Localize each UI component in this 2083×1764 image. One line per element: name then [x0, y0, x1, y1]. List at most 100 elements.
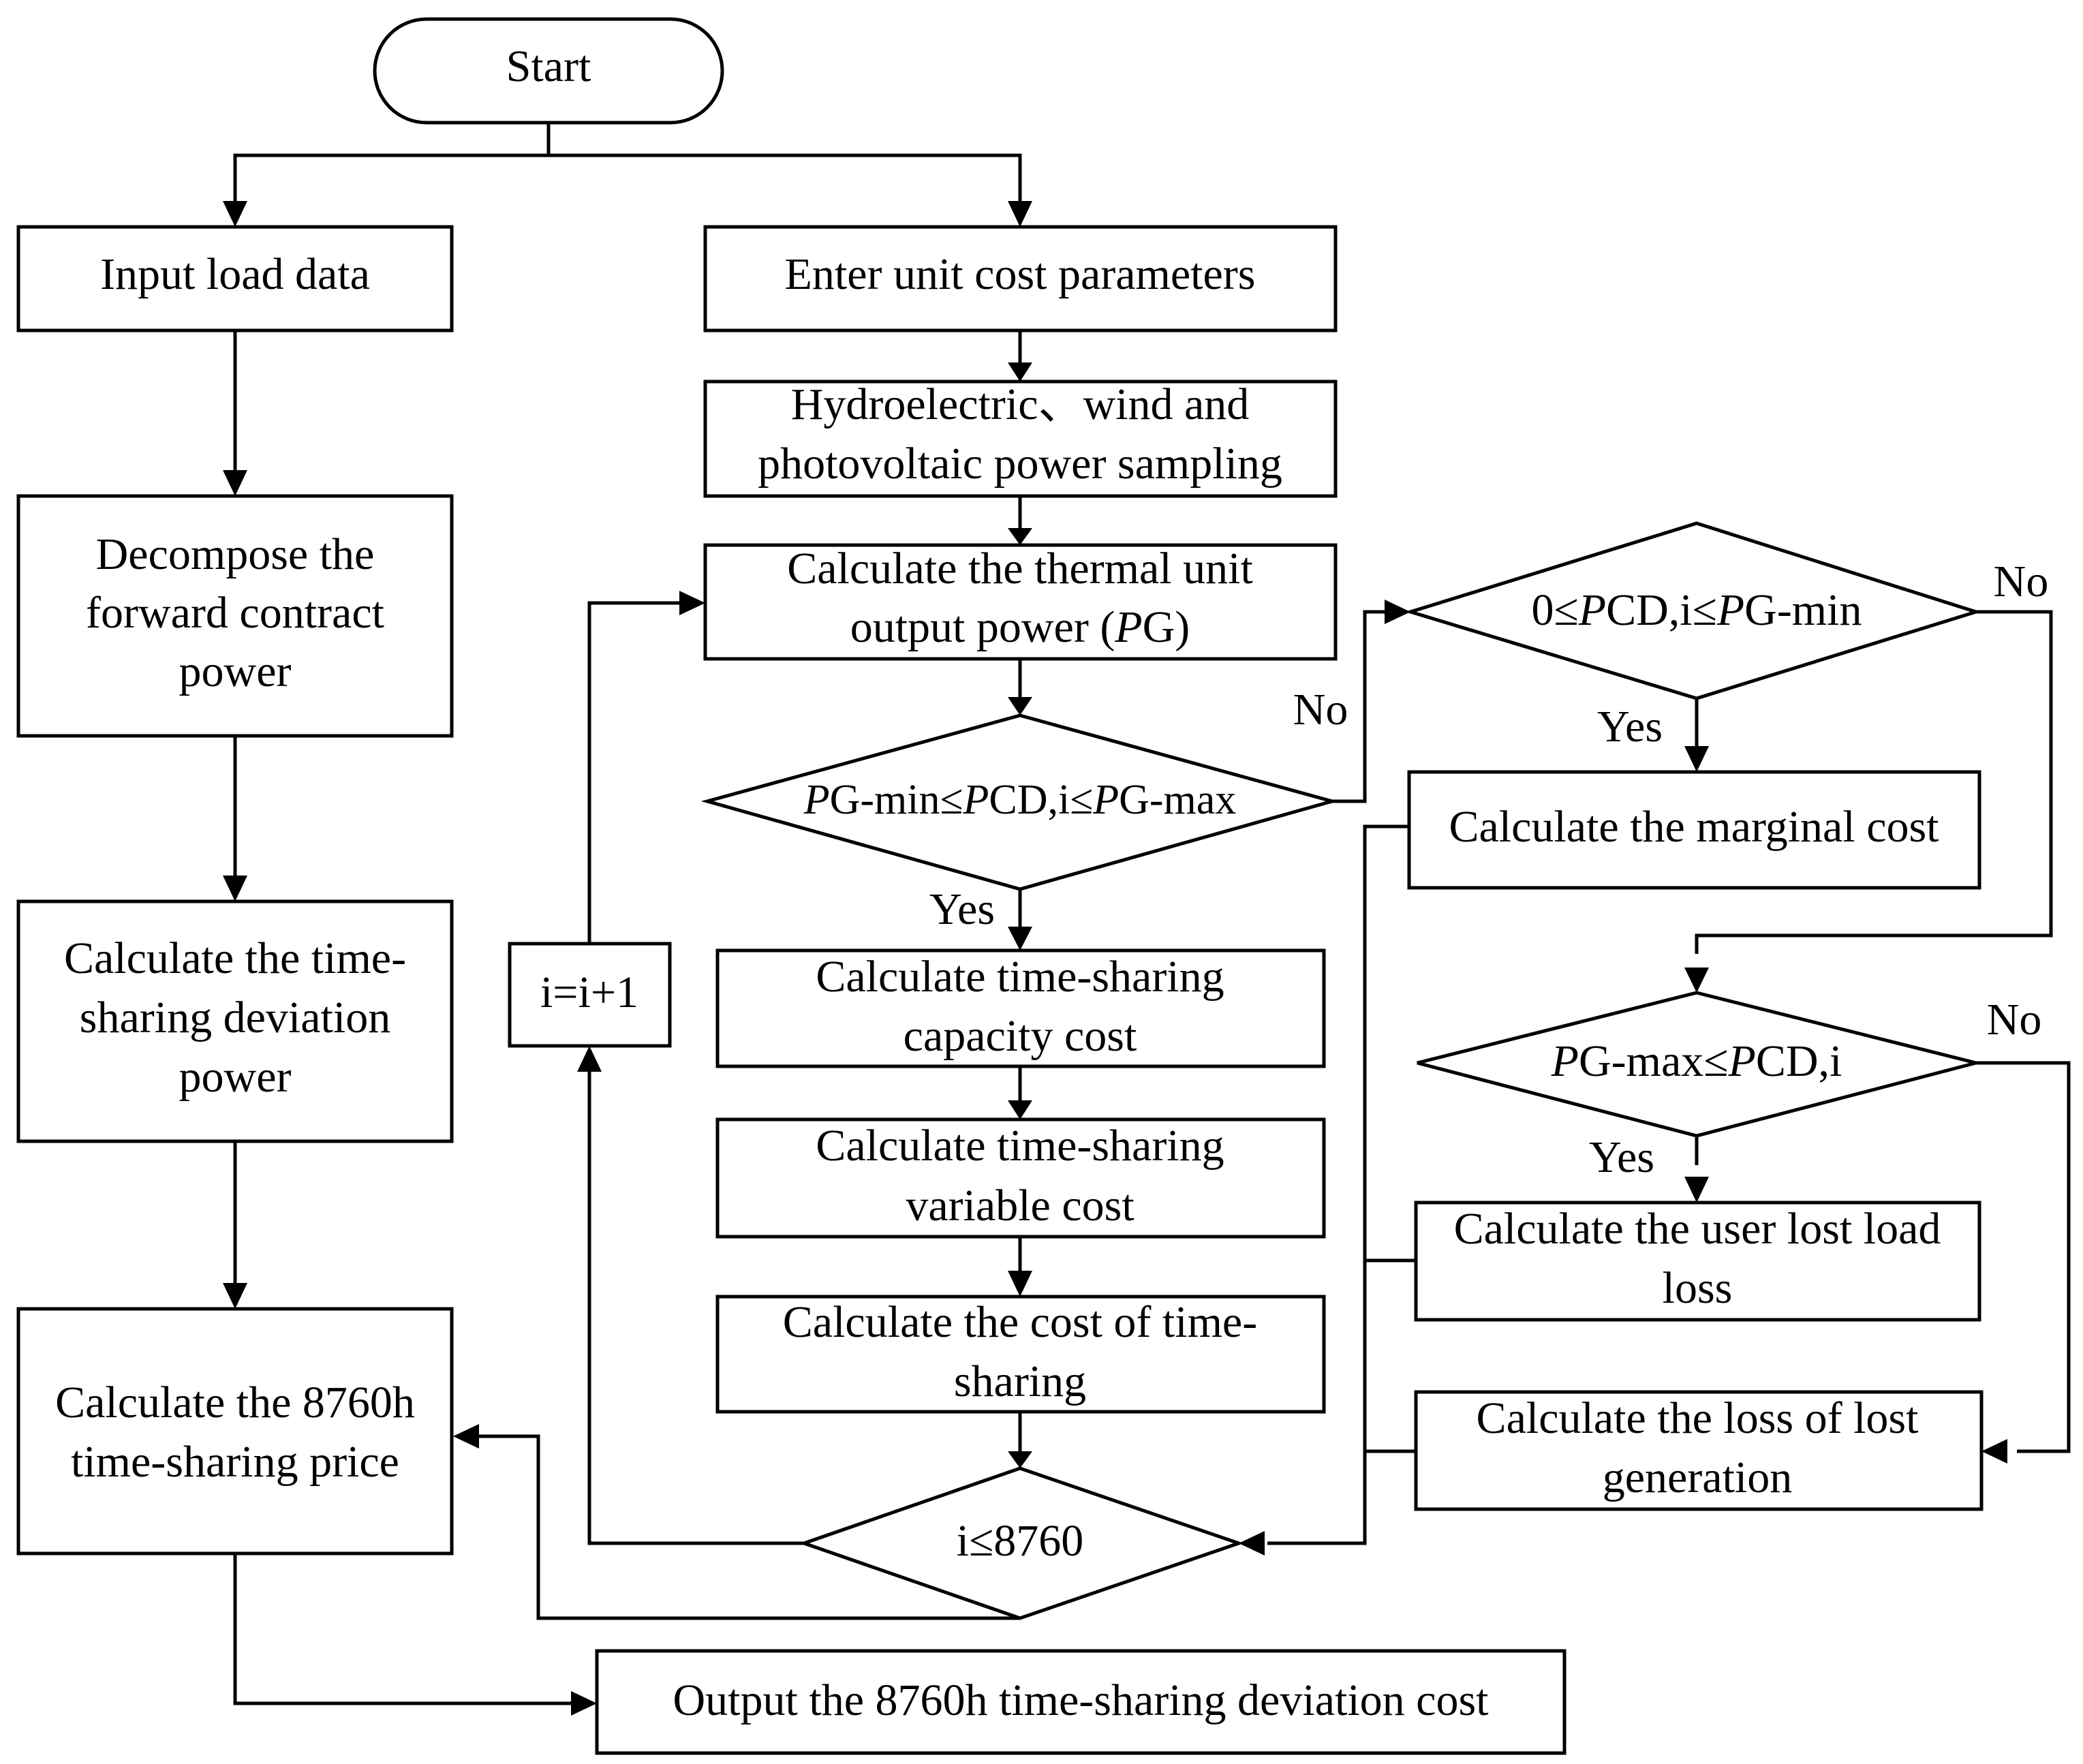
range-decision: PG-min≤PCD,i≤PG-max — [700, 713, 1339, 891]
lost-generation-line-2: generation — [1603, 1453, 1793, 1502]
connector-i-to-increment — [587, 1066, 804, 1545]
arrowhead — [1684, 968, 1709, 993]
range-decision-label: PG-min≤PCD,i≤PG-max — [803, 777, 1237, 823]
price-box: Calculate the 8760h time-sharing price — [16, 1307, 454, 1556]
low-decision: 0≤PCD,i≤PG-min — [1404, 521, 1982, 700]
arrowhead — [223, 876, 247, 901]
edge-labels: No Yes No Yes No Yes — [929, 557, 2048, 1182]
high-decision: PG-max≤PCD,i — [1417, 991, 1977, 1138]
process-box — [703, 380, 1338, 498]
arrowhead — [1684, 1177, 1709, 1203]
process-box — [715, 948, 1326, 1068]
marginal-cost-label: Calculate the marginal cost — [1449, 802, 1939, 852]
process-box — [703, 225, 1338, 332]
process-box — [1414, 1390, 1984, 1511]
connector-low-no — [1695, 610, 2053, 954]
arrowhead — [223, 201, 247, 227]
decision-diamond — [700, 713, 1339, 891]
edge-label-range-yes: Yes — [929, 884, 995, 934]
connector-range-no — [1332, 610, 1387, 803]
thermal-output-line-2: output power (PG) — [850, 602, 1190, 652]
arrowhead — [223, 1283, 247, 1309]
enter-unit-cost-label: Enter unit cost parameters — [785, 249, 1256, 299]
deviation-power-line-3: power — [179, 1052, 292, 1102]
timesharing-cost-box: Calculate the cost of time- sharing — [715, 1295, 1326, 1414]
arrowheads — [223, 201, 2007, 1716]
deviation-power-box: Calculate the time- sharing deviation po… — [16, 899, 454, 1143]
arrowhead — [1684, 746, 1709, 772]
timesharing-cost-line-2: sharing — [954, 1357, 1086, 1406]
decompose-line-1: Decompose the — [96, 529, 375, 579]
process-box — [16, 1307, 454, 1556]
process-box — [16, 494, 454, 738]
arrowhead — [679, 591, 705, 615]
start-terminator — [373, 17, 724, 125]
connectors — [233, 123, 2071, 1705]
input-load-box: Input load data — [16, 225, 454, 332]
edge-label-low-no: No — [1994, 557, 2049, 606]
input-load-label: Input load data — [100, 249, 370, 299]
arrowhead — [1008, 1451, 1032, 1468]
capacity-cost-line-1: Calculate time-sharing — [816, 952, 1224, 1002]
process-box — [1414, 1201, 1981, 1322]
arrowhead — [571, 1691, 597, 1716]
process-box — [16, 899, 454, 1143]
arrowhead — [453, 1424, 479, 1449]
arrowhead — [1385, 600, 1410, 624]
arrowhead — [1008, 528, 1032, 545]
connector-start-to-enter — [549, 153, 1022, 201]
decision-diamond — [1404, 521, 1982, 700]
decision-diamond — [799, 1466, 1244, 1620]
process-box — [715, 1295, 1326, 1414]
connector-high-no — [1976, 1061, 2071, 1453]
arrowhead — [577, 1046, 602, 1072]
timesharing-cost-line-1: Calculate the cost of time- — [783, 1297, 1257, 1347]
decision-diamond — [1417, 991, 1977, 1138]
arrowhead — [223, 470, 247, 496]
loop-decision: i≤8760 — [799, 1466, 1244, 1620]
edge-label-high-yes: Yes — [1589, 1132, 1654, 1182]
price-line-1: Calculate the 8760h — [55, 1378, 415, 1427]
process-box — [703, 543, 1338, 661]
user-lost-load-line-2: loss — [1663, 1263, 1733, 1313]
decompose-line-3: power — [179, 647, 292, 696]
variable-cost-line-1: Calculate time-sharing — [816, 1121, 1224, 1171]
marginal-cost-box: Calculate the marginal cost — [1407, 770, 1981, 890]
connector-increment-to-thermal — [587, 601, 688, 944]
edge-label-high-no: No — [1987, 995, 2042, 1045]
arrowhead — [1008, 927, 1032, 950]
process-box — [16, 225, 454, 332]
capacity-cost-box: Calculate time-sharing capacity cost — [715, 948, 1326, 1068]
sampling-box: Hydroelectric、wind and photovoltaic powe… — [703, 380, 1338, 498]
thermal-output-box: Calculate the thermal unit output power … — [703, 543, 1338, 661]
process-box — [595, 1649, 1567, 1755]
decompose-line-2: forward contract — [86, 588, 384, 638]
arrowhead — [1008, 1271, 1032, 1297]
price-line-2: time-sharing price — [71, 1437, 399, 1487]
arrowhead — [1008, 697, 1032, 715]
output-cost-label: Output the 8760h time-sharing deviation … — [673, 1675, 1489, 1725]
lost-generation-line-1: Calculate the loss of lost — [1477, 1393, 1919, 1443]
edge-label-low-yes: Yes — [1597, 702, 1663, 752]
start-node: Start — [373, 17, 724, 125]
process-box — [715, 1117, 1326, 1239]
increment-box: i=i+1 — [508, 942, 672, 1048]
connector-price-to-output — [233, 1553, 571, 1705]
high-decision-label: PG-max≤PCD,i — [1551, 1036, 1842, 1086]
deviation-power-line-2: sharing deviation — [80, 993, 390, 1042]
thermal-output-line-1: Calculate the thermal unit — [787, 544, 1253, 593]
variable-cost-line-2: variable cost — [906, 1181, 1134, 1231]
connector-i-to-price — [477, 1434, 1020, 1620]
sampling-line-2: photovoltaic power sampling — [758, 439, 1282, 489]
low-decision-label: 0≤PCD,i≤PG-min — [1532, 585, 1862, 635]
arrowhead — [1239, 1531, 1265, 1556]
deviation-power-line-1: Calculate the time- — [64, 933, 406, 983]
process-box — [508, 942, 672, 1048]
sampling-line-1: Hydroelectric、wind and — [791, 380, 1250, 429]
loop-decision-label: i≤8760 — [957, 1516, 1084, 1566]
arrowhead — [1008, 1100, 1032, 1119]
user-lost-load-box: Calculate the user lost load loss — [1414, 1201, 1981, 1322]
increment-label: i=i+1 — [540, 968, 638, 1017]
arrowhead — [1008, 362, 1032, 382]
